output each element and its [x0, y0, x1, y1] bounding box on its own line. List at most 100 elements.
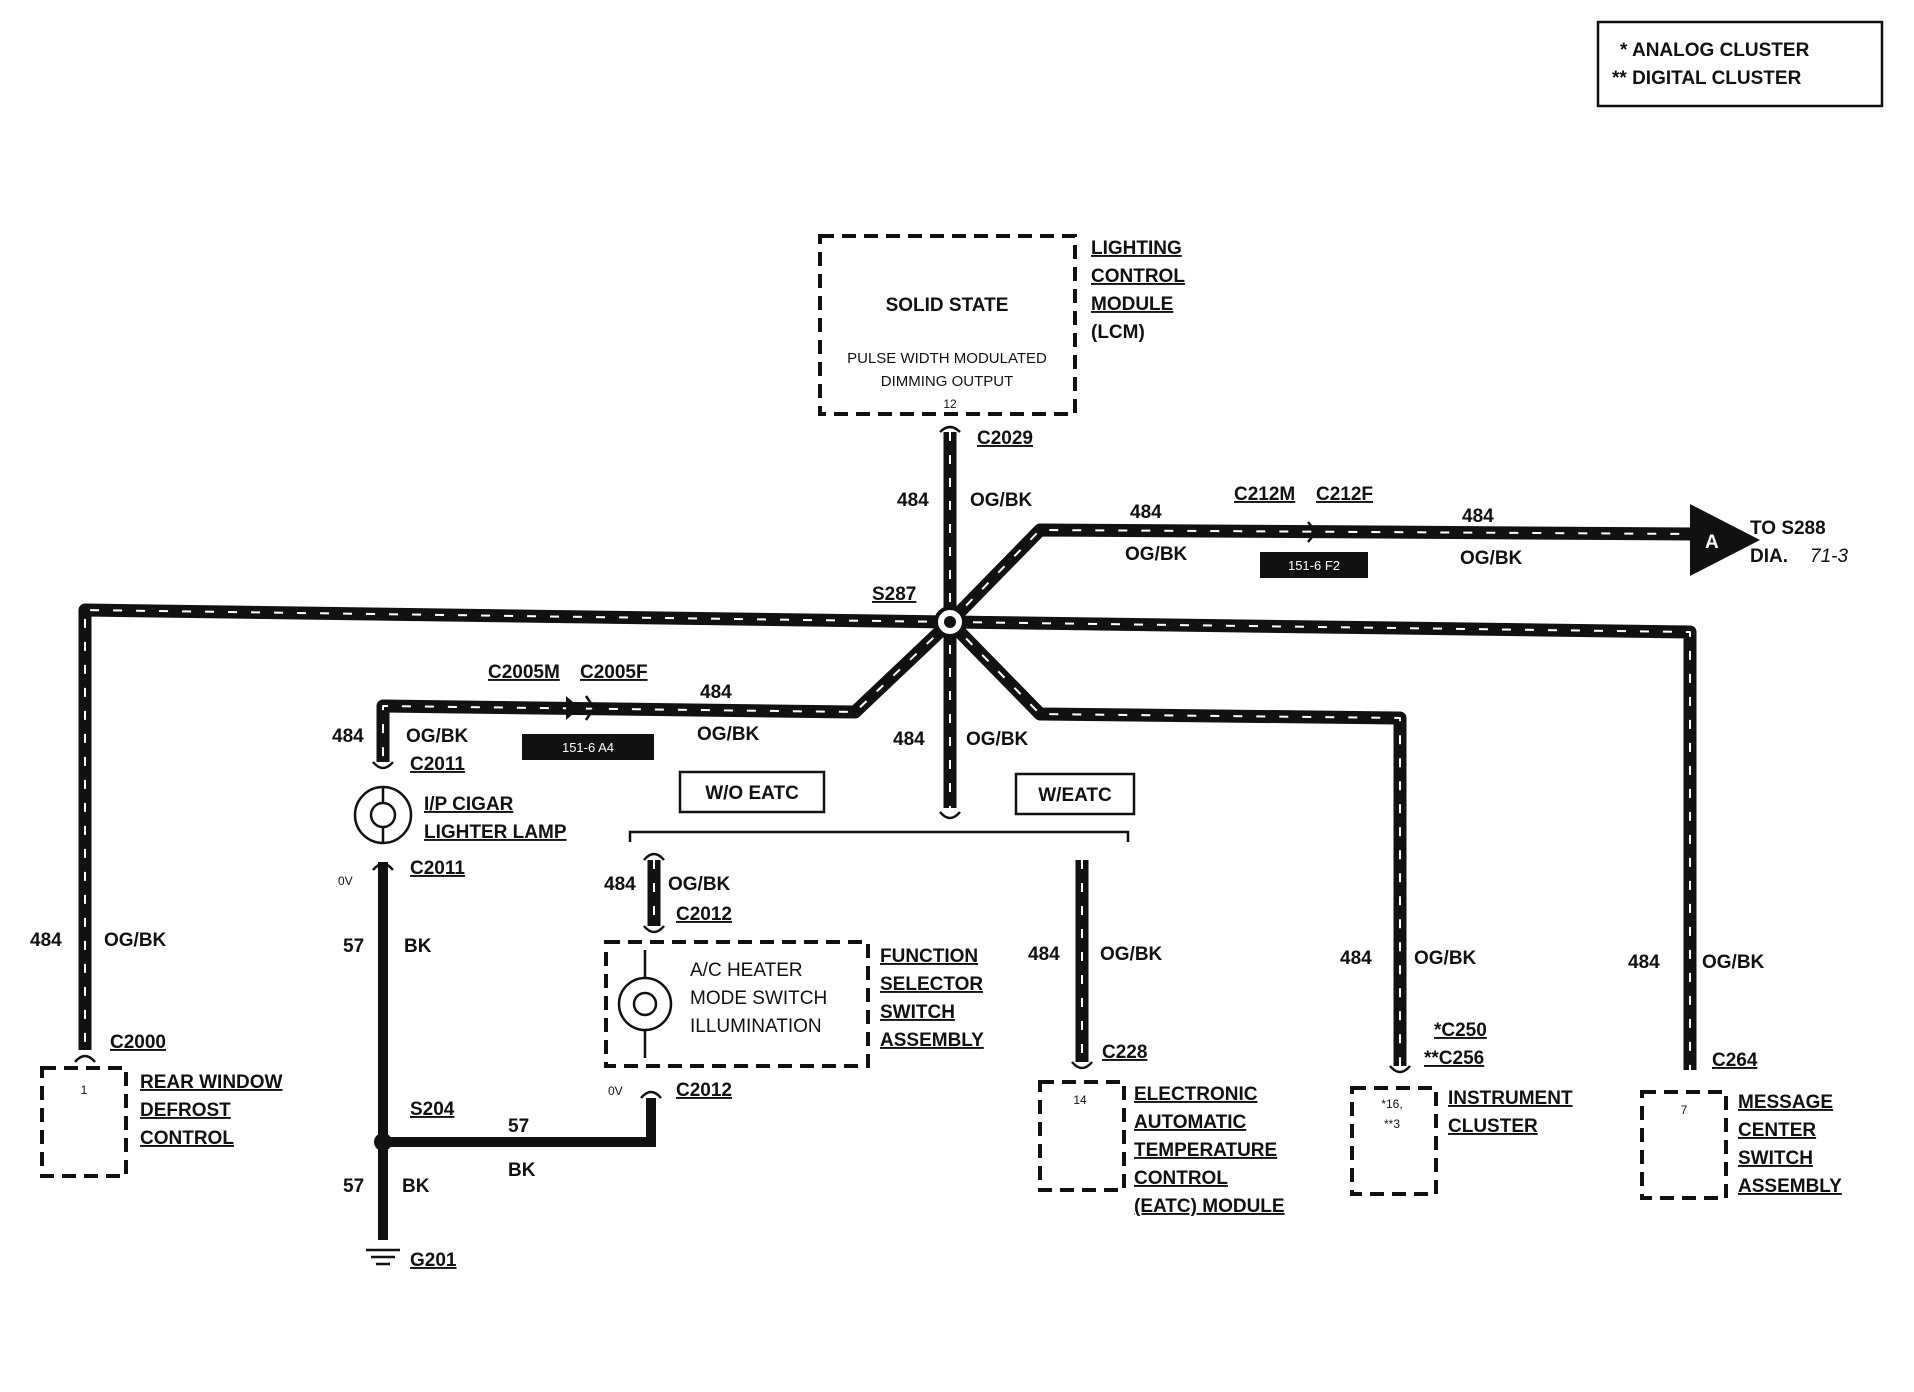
tag-151-6-a4: 151-6 A4: [562, 740, 614, 755]
dest-to-s288: TO S288: [1750, 518, 1826, 539]
cigar-lighter-lamp: 484 OG/BK C2011 I/P CIGAR LIGHTER LAMP C…: [332, 726, 567, 957]
wire-484-cluster: 484: [1340, 948, 1372, 969]
wire-57-lower: 57: [343, 1176, 364, 1197]
wire-color-defrost: OG/BK: [104, 930, 167, 951]
message-name4: ASSEMBLY: [1738, 1176, 1842, 1197]
defrost-name2: DEFROST: [140, 1100, 231, 1121]
connector-c2011-top: C2011: [410, 754, 465, 775]
option-without-eatc: W/O EATC: [705, 783, 799, 804]
wire-484-message: 484: [1628, 952, 1660, 973]
ground-section: S204 57 BK 57 BK G201: [343, 1099, 536, 1271]
wire-network: [78, 432, 1697, 1070]
splice-s287: S287: [872, 584, 966, 638]
wire-484-eatc: 484: [1028, 944, 1060, 965]
lcm-title: SOLID STATE: [886, 295, 1009, 316]
wire-color-cigar: OG/BK: [406, 726, 469, 747]
eatc-module: 484 OG/BK C228 14 ELECTRONIC AUTOMATIC T…: [1028, 944, 1285, 1217]
wire-484-left: 484: [700, 682, 732, 703]
cluster-pin2: **3: [1384, 1117, 1400, 1131]
wire-color-message: OG/BK: [1702, 952, 1765, 973]
connector-c212f: C212F: [1316, 484, 1373, 505]
wire-color-lcm: OG/BK: [970, 490, 1033, 511]
wire-color-left: OG/BK: [697, 724, 760, 745]
connector-c2011-bottom: C2011: [410, 858, 465, 879]
wire-484-right-a: 484: [1130, 502, 1162, 523]
lcm-module: SOLID STATE PULSE WIDTH MODULATED DIMMIN…: [818, 234, 1185, 416]
cluster-pin1: *16,: [1381, 1097, 1402, 1111]
wire-color-cluster: OG/BK: [1414, 948, 1477, 969]
eatc-name2: AUTOMATIC: [1134, 1112, 1247, 1133]
legend-analog: * ANALOG CLUSTER: [1620, 40, 1810, 61]
message-center-switch: 484 OG/BK C264 7 MESSAGE CENTER SWITCH A…: [1628, 952, 1842, 1200]
tag-151-6-f2: 151-6 F2: [1288, 558, 1340, 573]
cigar-name2: LIGHTER LAMP: [424, 822, 567, 843]
func-name1: FUNCTION: [880, 946, 978, 967]
ground-wires: [378, 862, 656, 1240]
wire-color-func: OG/BK: [668, 874, 731, 895]
splice-s287-label: S287: [872, 584, 916, 605]
splice-s204-label: S204: [410, 1099, 455, 1120]
func-inner2: MODE SWITCH: [690, 988, 827, 1009]
ground-g201-label: G201: [410, 1250, 457, 1271]
cigar-name1: I/P CIGAR: [424, 794, 514, 815]
connector-c228: C228: [1102, 1042, 1147, 1063]
eatc-name1: ELECTRONIC: [1134, 1084, 1258, 1105]
func-name2: SELECTOR: [880, 974, 983, 995]
lcm-name2: CONTROL: [1091, 266, 1185, 287]
lcm-desc2: DIMMING OUTPUT: [881, 373, 1014, 390]
cluster-name2: CLUSTER: [1448, 1116, 1538, 1137]
voltage-cigar: 0V: [338, 874, 353, 888]
wire-bk-horizontal: BK: [508, 1160, 536, 1181]
legend: * ANALOG CLUSTER ** DIGITAL CLUSTER: [1596, 20, 1884, 108]
connector-c2005m: C2005M: [488, 662, 560, 683]
instrument-cluster: 484 OG/BK *C250 **C256 *16, **3 INSTRUME…: [1340, 948, 1573, 1196]
right-run: 484 OG/BK C212M C212F 151-6 F2 484 OG/BK…: [1125, 484, 1848, 578]
option-selector: W/O EATC W/EATC 484 OG/BK: [628, 729, 1136, 842]
wire-484-func: 484: [604, 874, 636, 895]
wire-57-horizontal: 57: [508, 1116, 529, 1137]
rear-window-defrost-control: 484 OG/BK C2000 1 REAR WINDOW DEFROST CO…: [30, 930, 283, 1178]
cluster-name1: INSTRUMENT: [1448, 1088, 1573, 1109]
dest-page: 71-3: [1810, 546, 1848, 567]
eatc-name5: (EATC) MODULE: [1134, 1196, 1285, 1217]
lcm-pin: 12: [943, 397, 957, 411]
eatc-name3: TEMPERATURE: [1134, 1140, 1277, 1161]
connector-c2029: C2029: [977, 428, 1033, 449]
connector-c212m: C212M: [1234, 484, 1295, 505]
wire-484-defrost: 484: [30, 930, 62, 951]
connector-c264: C264: [1712, 1050, 1758, 1071]
wire-484-center: 484: [893, 729, 925, 750]
wire-color-right-a: OG/BK: [1125, 544, 1188, 565]
function-selector-switch: 484 OG/BK C2012 A/C HEATER MODE SWITCH I…: [604, 852, 984, 1101]
connector-c2000: C2000: [110, 1032, 166, 1053]
message-name3: SWITCH: [1738, 1148, 1813, 1169]
connector-c2005f: C2005F: [580, 662, 648, 683]
lcm-desc1: PULSE WIDTH MODULATED: [847, 350, 1047, 367]
message-pin: 7: [1681, 1103, 1688, 1117]
eatc-name4: CONTROL: [1134, 1168, 1228, 1189]
connector-c256: **C256: [1424, 1048, 1484, 1069]
arrow-letter-a: A: [1705, 532, 1719, 553]
message-name2: CENTER: [1738, 1120, 1816, 1141]
wire-bk-upper: BK: [404, 936, 432, 957]
wire-color-eatc: OG/BK: [1100, 944, 1163, 965]
connector-c250: *C250: [1434, 1020, 1487, 1041]
left-run: C2005M C2005F 151-6 A4 484 OG/BK: [488, 662, 760, 760]
connector-c2012-bottom: C2012: [676, 1080, 732, 1101]
voltage-func: 0V: [608, 1084, 623, 1098]
defrost-pin: 1: [81, 1083, 88, 1097]
defrost-name1: REAR WINDOW: [140, 1072, 283, 1093]
lcm-name4: (LCM): [1091, 322, 1145, 343]
wire-color-right-b: OG/BK: [1460, 548, 1523, 569]
wire-484-cigar: 484: [332, 726, 364, 747]
defrost-name3: CONTROL: [140, 1128, 234, 1149]
wire-484-lcm: 484: [897, 490, 929, 511]
option-with-eatc: W/EATC: [1038, 785, 1112, 806]
legend-digital: ** DIGITAL CLUSTER: [1612, 68, 1802, 89]
func-inner1: A/C HEATER: [690, 960, 803, 981]
wire-57-upper: 57: [343, 936, 364, 957]
wire-484-right-b: 484: [1462, 506, 1494, 527]
dest-dia: DIA.: [1750, 546, 1788, 567]
eatc-pin: 14: [1073, 1093, 1087, 1107]
message-name1: MESSAGE: [1738, 1092, 1833, 1113]
